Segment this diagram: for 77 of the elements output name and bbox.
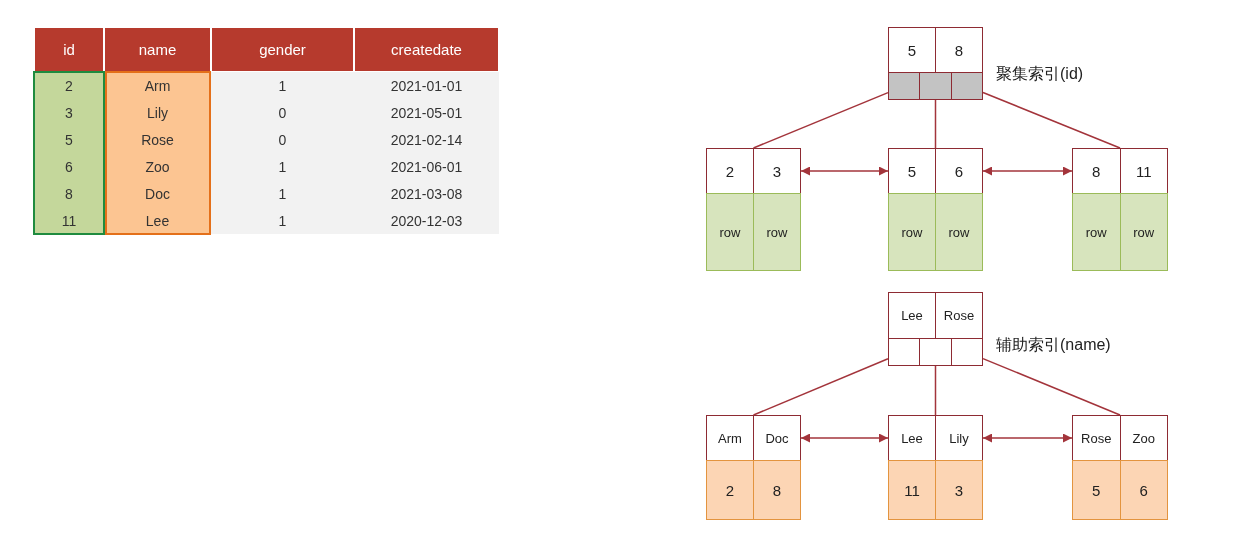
pointer-cell <box>951 338 983 366</box>
row-cell-text: row <box>765 223 789 242</box>
table-cell: 2021-06-01 <box>354 153 499 180</box>
table-cell: 8 <box>34 180 104 207</box>
primary-key-cell: 2 <box>707 461 754 519</box>
table-cell: 2020-12-03 <box>354 207 499 234</box>
connector-line <box>982 91 1121 149</box>
key-cell-text: Doc <box>764 429 790 448</box>
connector-line <box>934 99 937 149</box>
row-box <box>888 193 983 271</box>
key-box <box>888 415 983 461</box>
table-cell: 1 <box>211 72 354 99</box>
pointer-cell <box>888 338 920 366</box>
table-cell: 2021-05-01 <box>354 99 499 126</box>
key-box <box>888 148 983 194</box>
row-cell-text: row <box>1132 223 1156 242</box>
key-cell-text: 3 <box>771 161 783 182</box>
pointer-cell <box>919 72 952 100</box>
primary-key-box <box>1072 460 1168 520</box>
column-header: createdate <box>355 28 498 71</box>
pointer-cell <box>951 72 983 100</box>
pointer-cell <box>888 72 920 100</box>
key-box <box>888 27 983 73</box>
key-cell-text: 11 <box>1134 161 1153 182</box>
key-cell-text: 6 <box>953 161 965 182</box>
table-cell: 3 <box>34 99 104 126</box>
row-cell-text: row <box>947 223 971 242</box>
connector-line <box>934 365 937 416</box>
primary-key-cell-text: 8 <box>771 480 783 501</box>
primary-key-cell: 5 <box>1073 461 1121 519</box>
primary-key-box <box>706 460 801 520</box>
table-cell: 2 <box>34 72 104 99</box>
index-caption: 辅助索引(name) <box>996 335 1111 355</box>
primary-key-cell-text: 6 <box>1138 480 1149 501</box>
index-caption: 聚集索引(id) <box>996 64 1084 84</box>
column-header: id <box>35 28 103 71</box>
key-box <box>706 148 801 194</box>
key-cell-text: Zoo <box>1131 429 1156 448</box>
table-cell: 11 <box>34 207 104 234</box>
key-box <box>888 292 983 339</box>
row-cell: row <box>707 194 754 270</box>
double-arrow <box>800 433 889 443</box>
key-box <box>706 415 801 461</box>
row-box <box>1072 193 1168 271</box>
primary-key-cell: 11 <box>889 461 936 519</box>
key-cell-text: 8 <box>953 40 965 61</box>
table-cell: 2021-01-01 <box>354 72 499 99</box>
table-cell: Rose <box>104 126 211 153</box>
connector-line <box>982 357 1121 416</box>
connector-line <box>752 91 889 149</box>
double-arrow <box>800 166 889 176</box>
column-header: name <box>105 28 210 71</box>
table-cell: Zoo <box>104 153 211 180</box>
key-cell-text: Lily <box>948 429 970 448</box>
connector-line <box>752 357 889 416</box>
primary-key-cell-text: 3 <box>953 480 965 501</box>
table-cell: 0 <box>211 99 354 126</box>
double-arrow <box>982 433 1073 443</box>
key-box <box>1072 415 1168 461</box>
table-cell: Doc <box>104 180 211 207</box>
table-cell: 2021-02-14 <box>354 126 499 153</box>
primary-key-box <box>888 460 983 520</box>
table-cell: 1 <box>211 180 354 207</box>
table-cell: 1 <box>211 153 354 180</box>
key-cell-text: Rose <box>942 307 976 325</box>
column-header: gender <box>212 28 353 71</box>
table-cell: 2021-03-08 <box>354 180 499 207</box>
row-cell: row <box>889 194 936 270</box>
key-box <box>1072 148 1168 194</box>
table-cell: 0 <box>211 126 354 153</box>
table-cell: 5 <box>34 126 104 153</box>
table-cell: Lily <box>104 99 211 126</box>
table-cell: 1 <box>211 207 354 234</box>
row-box <box>706 193 801 271</box>
table-cell: 6 <box>34 153 104 180</box>
double-arrow <box>982 166 1073 176</box>
row-cell: row <box>1073 194 1121 270</box>
